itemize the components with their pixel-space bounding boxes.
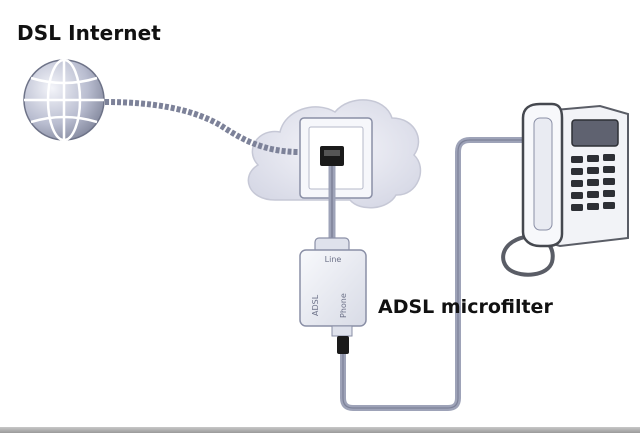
globe-icon: [23, 58, 105, 142]
dsl-line-cable: [104, 99, 301, 155]
microfilter-icon: [299, 237, 367, 354]
adsl-microfilter-label: ADSL microfilter: [378, 296, 553, 318]
filter-port-phone-label: Phone: [339, 293, 348, 318]
dsl-internet-label: DSL Internet: [17, 21, 161, 45]
filter-port-adsl-label: ADSL: [311, 294, 320, 316]
filter-port-line-label: Line: [325, 255, 342, 264]
bottom-divider: [0, 427, 640, 433]
wall-socket-icon: [299, 117, 373, 199]
telephone-icon: [501, 102, 629, 277]
